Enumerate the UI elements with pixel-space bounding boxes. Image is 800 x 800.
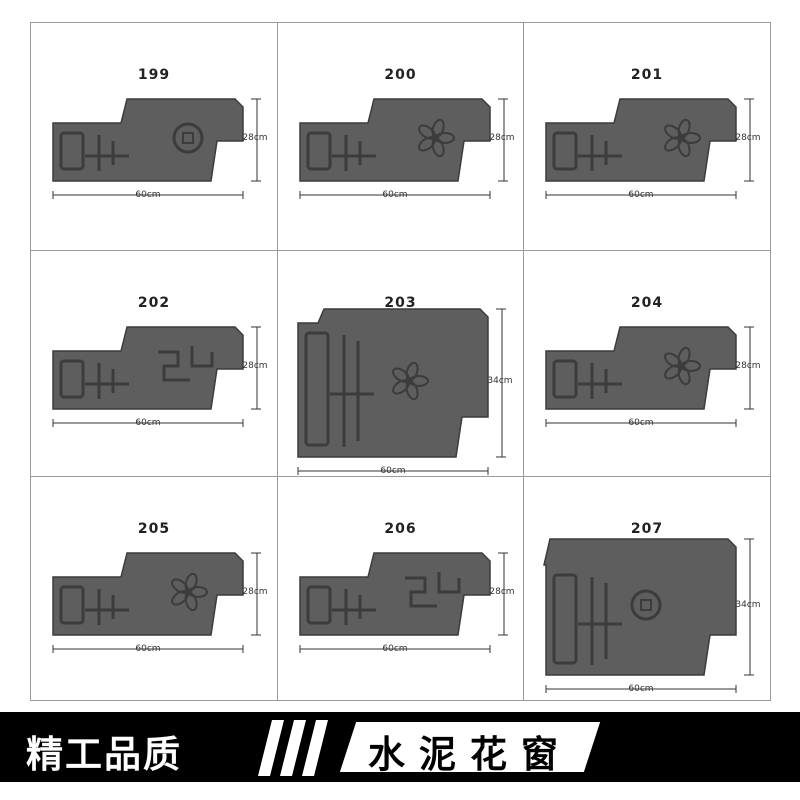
width-label: 60cm: [628, 684, 653, 694]
height-label: 28cm: [735, 361, 760, 371]
product-card[interactable]: 203 60cm 34cm: [278, 251, 524, 477]
window-panel-image: 60cm 34cm: [543, 538, 761, 694]
window-panel-image: 60cm 28cm: [52, 98, 268, 200]
window-panel-image: 60cm 28cm: [52, 552, 268, 654]
product-card[interactable]: 201 60cm 28cm: [524, 23, 771, 251]
window-panel-image: 60cm 28cm: [299, 98, 515, 200]
flower-motif: [184, 588, 192, 596]
product-card[interactable]: 200 60cm 28cm: [278, 23, 524, 251]
lattice-motif: [59, 585, 85, 625]
lattice-motif: [552, 573, 578, 665]
lattice-motif: [405, 572, 461, 608]
product-card[interactable]: 207 60cm 34cm: [524, 477, 771, 701]
lattice-motif: [59, 359, 85, 399]
flower-motif: [431, 134, 439, 142]
quality-slogan: 精工品质: [26, 733, 182, 776]
product-card[interactable]: 202 60cm 28cm: [31, 251, 278, 477]
height-label: 28cm: [242, 587, 267, 597]
width-label: 60cm: [382, 644, 407, 654]
height-label: 28cm: [242, 133, 267, 143]
lattice-motif: [578, 135, 622, 171]
coin-motif: [172, 122, 204, 154]
lattice-motif: [332, 135, 376, 171]
product-number: 201: [630, 67, 664, 83]
lattice-motif: [59, 131, 85, 171]
product-number: 200: [384, 67, 417, 83]
lattice-motif: [578, 363, 622, 399]
product-card[interactable]: 205 60cm 28cm: [31, 477, 278, 701]
window-panel-image: 60cm 28cm: [545, 98, 761, 200]
product-number: 205: [137, 521, 171, 537]
width-label: 60cm: [135, 190, 160, 200]
height-label: 28cm: [242, 361, 267, 371]
width-label: 60cm: [628, 418, 653, 428]
flower-motif: [677, 134, 685, 142]
product-number: 202: [137, 295, 171, 311]
flower-motif: [405, 377, 413, 385]
product-number: 203: [384, 295, 417, 311]
lattice-motif: [158, 346, 214, 382]
height-label: 28cm: [489, 133, 514, 143]
width-label: 60cm: [135, 418, 160, 428]
footer-banner: 精工品质 水泥花窗: [0, 712, 800, 782]
width-label: 60cm: [380, 466, 405, 476]
flower-motif: [677, 362, 685, 370]
slash-stripes-icon: [258, 720, 328, 776]
product-number: 207: [630, 521, 664, 537]
width-label: 60cm: [382, 190, 407, 200]
product-number: 199: [137, 67, 171, 83]
product-number: 206: [384, 521, 417, 537]
lattice-motif: [306, 131, 332, 171]
height-label: 34cm: [487, 376, 512, 386]
product-category-title: 水泥花窗: [368, 733, 572, 776]
product-grid: 199 60cm 28cm 200 60cm 28cm 201 60cm 28cm 2…: [30, 22, 771, 701]
height-label: 28cm: [735, 133, 760, 143]
coin-motif: [630, 589, 662, 621]
coin-motif: [640, 599, 652, 611]
width-label: 60cm: [628, 190, 653, 200]
lattice-motif: [552, 131, 578, 171]
product-number: 204: [630, 295, 664, 311]
window-panel-image: 60cm 28cm: [299, 552, 515, 654]
lattice-motif: [304, 331, 330, 447]
product-card[interactable]: 204 60cm 28cm: [524, 251, 771, 477]
lattice-motif: [85, 589, 129, 625]
window-panel-image: 60cm 34cm: [297, 308, 513, 476]
lattice-motif: [306, 585, 332, 625]
product-card[interactable]: 199 60cm 28cm: [31, 23, 278, 251]
height-label: 28cm: [489, 587, 514, 597]
lattice-motif: [578, 577, 622, 665]
lattice-motif: [85, 135, 129, 171]
product-card[interactable]: 206 60cm 28cm: [278, 477, 524, 701]
lattice-motif: [332, 589, 376, 625]
lattice-motif: [330, 335, 374, 447]
width-label: 60cm: [135, 644, 160, 654]
coin-motif: [182, 132, 194, 144]
lattice-motif: [85, 363, 129, 399]
window-panel-image: 60cm 28cm: [545, 326, 761, 428]
lattice-motif: [552, 359, 578, 399]
height-label: 34cm: [735, 600, 760, 610]
window-panel-image: 60cm 28cm: [52, 326, 268, 428]
